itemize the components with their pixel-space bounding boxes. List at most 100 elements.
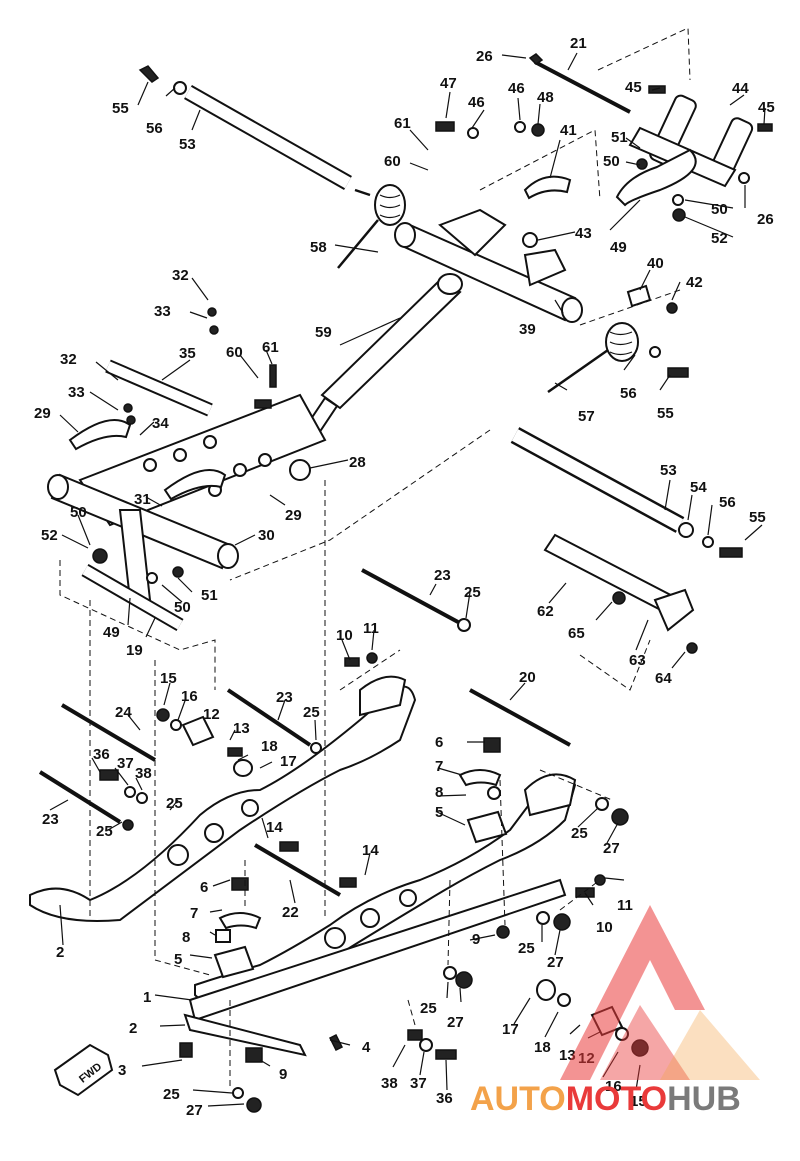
- callout-7: 7: [190, 905, 198, 922]
- callout-61: 61: [394, 115, 411, 132]
- front-shaft-53: [184, 85, 352, 190]
- callout-65: 65: [568, 625, 585, 642]
- watermark-text: AUTOMOTOHUB: [470, 1080, 741, 1119]
- bracket-29-upper: [68, 419, 132, 451]
- callout-10: 10: [596, 919, 613, 936]
- callout-38: 38: [135, 765, 152, 782]
- rod-22: [253, 843, 342, 897]
- callout-42: 42: [686, 274, 703, 291]
- shock-59: [303, 273, 463, 438]
- callout-47: 47: [440, 75, 457, 92]
- callout-56: 56: [146, 120, 163, 137]
- callout-55: 55: [749, 509, 766, 526]
- callout-9: 9: [472, 931, 480, 948]
- callout-6: 6: [200, 879, 208, 896]
- callout-24: 24: [115, 704, 132, 721]
- callout-31: 31: [134, 491, 151, 508]
- callout-60: 60: [226, 344, 243, 361]
- callout-60: 60: [384, 153, 401, 170]
- spring-58: [337, 184, 406, 269]
- callout-50: 50: [70, 504, 87, 521]
- callout-59: 59: [315, 324, 332, 341]
- callout-14: 14: [362, 842, 379, 859]
- callout-48: 48: [537, 89, 554, 106]
- callout-30: 30: [258, 527, 275, 544]
- bracket-40: [626, 284, 652, 308]
- callout-7: 7: [435, 758, 443, 775]
- callout-63: 63: [629, 652, 646, 669]
- callout-35: 35: [179, 345, 196, 362]
- arm-44: [615, 94, 754, 207]
- callout-3: 3: [118, 1062, 126, 1079]
- callout-46: 46: [468, 94, 485, 111]
- rod-24: [60, 703, 157, 762]
- callout-58: 58: [310, 239, 327, 256]
- callout-38: 38: [381, 1075, 398, 1092]
- callout-25: 25: [96, 823, 113, 840]
- callout-37: 37: [117, 755, 134, 772]
- callout-40: 40: [647, 255, 664, 272]
- callout-1: 1: [143, 989, 151, 1006]
- callout-26: 26: [757, 211, 774, 228]
- watermark-part1: AUTO: [470, 1080, 566, 1118]
- callout-18: 18: [261, 738, 278, 755]
- callout-41: 41: [560, 122, 577, 139]
- callout-51: 51: [611, 129, 628, 146]
- callout-16: 16: [605, 1078, 622, 1095]
- right-slide-rail: [194, 773, 577, 1005]
- spring-57: [547, 322, 639, 394]
- callout-15: 15: [630, 1093, 647, 1110]
- callout-49: 49: [610, 239, 627, 256]
- callout-8: 8: [435, 784, 443, 801]
- callout-22: 22: [282, 904, 299, 921]
- callout-43: 43: [575, 225, 592, 242]
- callout-5: 5: [435, 804, 443, 821]
- callout-50: 50: [711, 201, 728, 218]
- bracket-41: [523, 175, 572, 200]
- rod-23-upper: [361, 568, 459, 624]
- callout-25: 25: [571, 825, 588, 842]
- callout-4: 4: [362, 1039, 371, 1056]
- callout-32: 32: [60, 351, 77, 368]
- callout-29: 29: [34, 405, 51, 422]
- callout-25: 25: [518, 940, 535, 957]
- assembly-lines: [59, 27, 691, 1090]
- callout-29: 29: [285, 507, 302, 524]
- washer-17: [233, 759, 556, 1001]
- callout-27: 27: [447, 1014, 464, 1031]
- callout-17: 17: [280, 753, 297, 770]
- callout-52: 52: [711, 230, 728, 247]
- callout-62: 62: [537, 603, 554, 620]
- callout-53: 53: [660, 462, 677, 479]
- rod-20: [469, 688, 571, 747]
- hardware: [92, 53, 773, 1113]
- callout-20: 20: [519, 669, 536, 686]
- leader-lines: [49, 52, 766, 1107]
- callout-32: 32: [172, 267, 189, 284]
- callout-11: 11: [363, 620, 379, 637]
- automotohub-logo: [560, 905, 760, 1080]
- watermark-part2: MOTO: [565, 1080, 668, 1118]
- callout-9: 9: [279, 1066, 287, 1083]
- callout-50: 50: [174, 599, 191, 616]
- callout-44: 44: [732, 80, 749, 97]
- callout-25: 25: [420, 1000, 437, 1017]
- callout-25: 25: [166, 795, 183, 812]
- callout-53: 53: [179, 136, 196, 153]
- callout-57: 57: [578, 408, 595, 425]
- callout-52: 52: [41, 527, 58, 544]
- callout-27: 27: [603, 840, 620, 857]
- callout-54: 54: [690, 479, 707, 496]
- callout-36: 36: [436, 1090, 453, 1107]
- callout-2: 2: [56, 944, 64, 961]
- callout-49: 49: [103, 624, 120, 641]
- slider-runner: [183, 878, 567, 1057]
- shaft-19: [81, 563, 184, 632]
- callout-39: 39: [519, 321, 536, 338]
- callout-33: 33: [68, 384, 85, 401]
- callout-28: 28: [349, 454, 366, 471]
- callout-2: 2: [129, 1020, 137, 1037]
- callout-25: 25: [163, 1086, 180, 1103]
- watermark-part3: HUB: [667, 1080, 741, 1118]
